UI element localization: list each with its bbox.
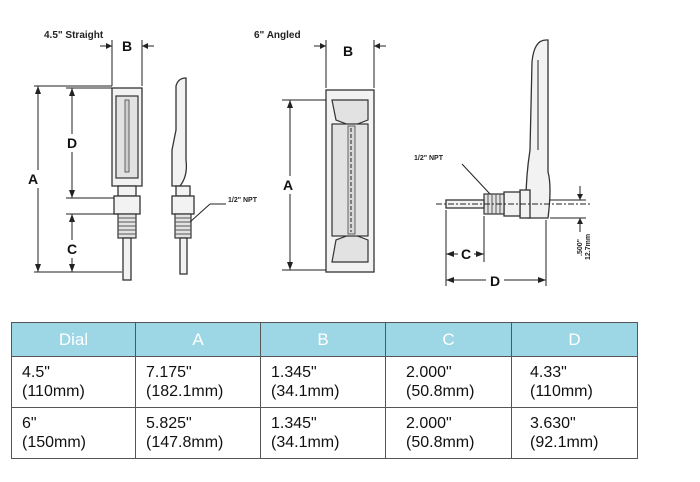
dim-d-angled: D: [446, 220, 547, 289]
cell-c: 2.000"(50.8mm): [385, 407, 512, 459]
dim-c-angled: C: [445, 210, 485, 286]
straight-front-view: [111, 87, 143, 281]
header-dial: Dial: [11, 322, 136, 357]
cell-b: 1.345"(34.1mm): [260, 356, 386, 408]
header-a: A: [135, 322, 261, 357]
dim-a-straight: A: [28, 85, 122, 273]
header-c: C: [385, 322, 512, 357]
dim-b-straight: B: [100, 38, 154, 86]
dim-b-label-straight: B: [122, 38, 132, 54]
cell-a: 5.825"(147.8mm): [135, 407, 261, 459]
cell-a: 7.175"(182.1mm): [135, 356, 261, 408]
dim-c-label-straight: C: [67, 241, 77, 257]
thermometer-dimension-drawing: 4.5" Straight B A: [28, 30, 592, 289]
cell-d: 3.630"(92.1mm): [511, 407, 638, 459]
dim-d-label-angled: D: [490, 273, 500, 289]
straight-title: 4.5" Straight: [44, 30, 104, 41]
offset-label-mm: 12.7mm: [585, 234, 592, 260]
dim-d-straight: D: [66, 87, 114, 199]
offset-label-in: .500": [577, 239, 584, 256]
dim-b-label-angled: B: [343, 43, 353, 59]
straight-side-view: 1/2" NPT: [171, 77, 258, 275]
npt-label-straight: 1/2" NPT: [228, 197, 258, 204]
dimension-spec-table: Dial A B C D 4.5"(110mm) 7.175"(182.1mm)…: [11, 322, 638, 459]
angled-side-view: 1/2" NPT: [414, 39, 590, 219]
dim-c-label-angled: C: [461, 246, 471, 262]
dim-b-angled: B: [314, 40, 386, 88]
table-header-row: Dial A B C D: [11, 322, 638, 357]
cell-c: 2.000"(50.8mm): [385, 356, 512, 408]
cell-b: 1.345"(34.1mm): [260, 407, 386, 459]
dim-a-angled: A: [282, 99, 326, 271]
angled-title: 6" Angled: [254, 30, 301, 41]
dim-a-label-straight: A: [28, 171, 38, 187]
table-row: 6"(150mm) 5.825"(147.8mm) 1.345"(34.1mm)…: [11, 407, 638, 459]
table-row: 4.5"(110mm) 7.175"(182.1mm) 1.345"(34.1m…: [11, 356, 638, 408]
header-d: D: [511, 322, 638, 357]
cell-d: 4.33"(110mm): [511, 356, 638, 408]
angled-front-view: [325, 89, 375, 273]
dim-d-label-straight: D: [67, 135, 77, 151]
cell-dial: 6"(150mm): [11, 407, 136, 459]
dim-offset-angled: .500" 12.7mm: [550, 186, 592, 260]
cell-dial: 4.5"(110mm): [11, 356, 136, 408]
header-b: B: [260, 322, 386, 357]
dim-c-straight: C: [66, 213, 118, 272]
dim-a-label-angled: A: [283, 177, 293, 193]
npt-label-angled: 1/2" NPT: [414, 155, 444, 162]
